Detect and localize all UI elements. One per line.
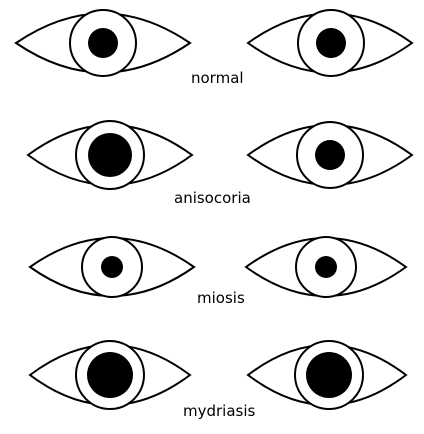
pupil (315, 256, 337, 278)
row-anisocoria: anisocoria (28, 121, 412, 207)
left-eye-normal (16, 10, 190, 76)
pupil (88, 133, 132, 177)
row-label-anisocoria: anisocoria (174, 189, 251, 207)
row-miosis: miosis (30, 237, 406, 307)
right-eye-normal (248, 10, 412, 76)
pupil (88, 28, 118, 58)
pupil (87, 352, 133, 398)
pupil (315, 140, 345, 170)
left-eye-mydriasis (30, 341, 190, 409)
row-normal: normal (16, 10, 412, 87)
left-eye-miosis (30, 237, 194, 297)
row-mydriasis: mydriasis (30, 341, 406, 420)
right-eye-anisocoria (248, 122, 412, 188)
left-eye-anisocoria (28, 121, 192, 189)
row-label-normal: normal (191, 69, 244, 87)
pupil (306, 352, 352, 398)
row-label-mydriasis: mydriasis (183, 402, 256, 420)
pupil (101, 256, 123, 278)
right-eye-miosis (246, 237, 406, 297)
pupil (316, 28, 346, 58)
right-eye-mydriasis (248, 341, 406, 409)
row-label-miosis: miosis (197, 289, 245, 307)
